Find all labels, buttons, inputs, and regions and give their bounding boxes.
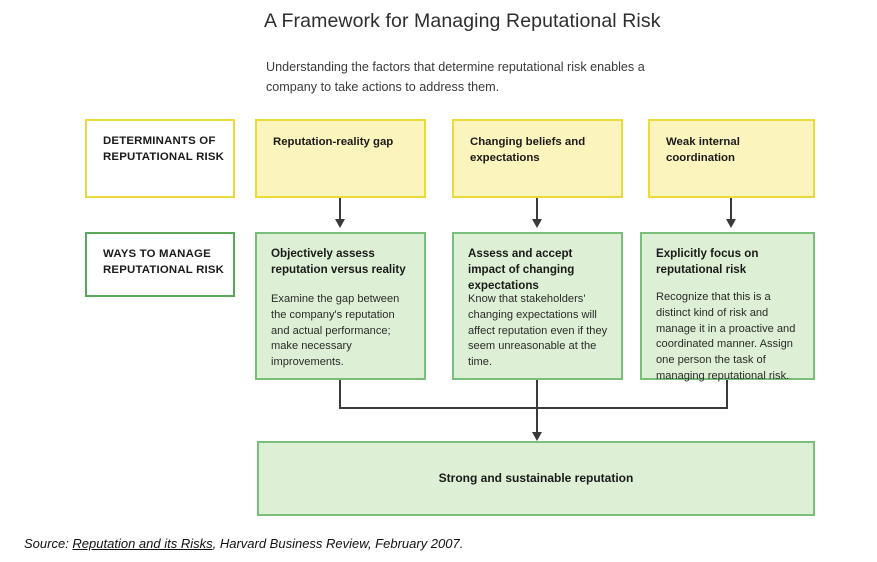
way-box-1[interactable]: Objectively assess reputation versus rea… — [255, 232, 426, 380]
determinant-box-3[interactable]: Weak internal coordination — [648, 119, 815, 198]
connector-arrow-2 — [532, 219, 542, 228]
determinant-box-3-title: Weak internal coordination — [666, 136, 740, 164]
connector-arrow-1 — [335, 219, 345, 228]
row-label-ways-text: WAYS TO MANAGE REPUTATIONAL RISK — [103, 248, 225, 276]
page-subtitle: Understanding the factors that determine… — [266, 60, 645, 94]
row-label-determinants-text: DETERMINANTS OF REPUTATIONAL RISK — [103, 135, 225, 163]
way-box-1-body: Examine the gap between the company's re… — [271, 293, 400, 368]
way-box-3[interactable]: Explicitly focus on reputational risk Re… — [640, 232, 815, 382]
row-label-ways: WAYS TO MANAGE REPUTATIONAL RISK — [85, 232, 235, 297]
connector-arrow-3 — [726, 219, 736, 228]
connector-line-3 — [730, 198, 732, 221]
way-box-3-body: Recognize that this is a distinct kind o… — [656, 291, 796, 382]
determinant-box-2[interactable]: Changing beliefs and expectations — [452, 119, 623, 198]
connector-line-2 — [536, 198, 538, 221]
determinant-box-1[interactable]: Reputation-reality gap — [255, 119, 426, 198]
source-prefix: Source: — [24, 536, 73, 551]
outcome-box[interactable]: Strong and sustainable reputation — [257, 441, 815, 516]
merge-line-right — [726, 380, 728, 409]
merge-line-horizontal — [339, 407, 728, 409]
source-title: Reputation and its Risks — [72, 536, 213, 551]
way-box-2-title: Assess and accept impact of changing exp… — [468, 247, 575, 292]
row-label-determinants: DETERMINANTS OF REPUTATIONAL RISK — [85, 119, 235, 198]
determinant-box-2-title: Changing beliefs and expectations — [470, 136, 586, 164]
outcome-box-label: Strong and sustainable reputation — [438, 471, 634, 485]
page-title: A Framework for Managing Reputational Ri… — [264, 10, 661, 32]
source-note: Source: Reputation and its Risks, Harvar… — [24, 536, 463, 551]
connector-line-1 — [339, 198, 341, 221]
source-suffix: , Harvard Business Review, February 2007… — [212, 536, 464, 551]
merge-arrow-outcome — [532, 432, 542, 441]
way-box-1-title: Objectively assess reputation versus rea… — [271, 247, 406, 276]
way-box-3-title: Explicitly focus on reputational risk — [656, 247, 759, 276]
way-box-2[interactable]: Assess and accept impact of changing exp… — [452, 232, 623, 380]
determinant-box-1-title: Reputation-reality gap — [273, 136, 394, 148]
merge-line-left — [339, 380, 341, 409]
way-box-2-body: Know that stakeholders' changing expecta… — [468, 293, 608, 368]
